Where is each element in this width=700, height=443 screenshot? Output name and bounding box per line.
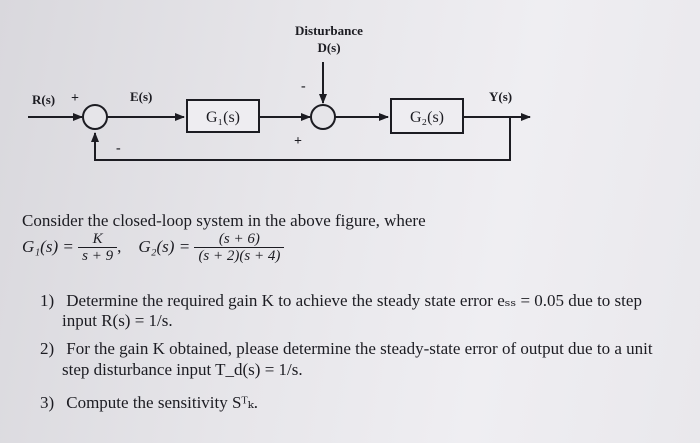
g1-comma: ,: [117, 236, 122, 256]
g1-denominator: s + 9: [82, 248, 114, 264]
g1-fraction: K s + 9: [78, 231, 118, 265]
g2-lhs: G₂(s) =: [138, 236, 191, 256]
feedback-path: [91, 117, 511, 161]
summing-junction-1: [82, 104, 108, 130]
summer2-minus-sign: -: [301, 79, 306, 94]
transfer-functions: G₁(s) = K s + 9 , G₂(s) = (s + 6) (s + 2…: [22, 231, 285, 265]
block-diagram: Disturbance D(s) R(s) + E(s) Y(s) - - + …: [28, 23, 531, 161]
question-1: 1) Determine the required gain K to achi…: [40, 291, 642, 311]
question-2-line2: step disturbance input T_d(s) = 1/s.: [62, 360, 303, 379]
g1-numerator: K: [78, 231, 118, 248]
summer1-plus-sign: +: [71, 91, 79, 106]
output-label: Y(s): [489, 89, 512, 104]
question-3-number: 3): [40, 393, 55, 412]
question-2-number: 2): [40, 339, 55, 358]
g2-fraction: (s + 6) (s + 2)(s + 4): [194, 231, 285, 265]
problem-intro: Consider the closed-loop system in the a…: [22, 211, 426, 230]
question-2: 2) For the gain K obtained, please deter…: [40, 339, 653, 359]
summing-junction-2: [310, 104, 336, 130]
question-1-line1: Determine the required gain K to achieve…: [66, 291, 642, 310]
g2-numerator: (s + 6): [194, 231, 285, 248]
disturbance-signal-label: D(s): [317, 40, 340, 55]
g2-denominator: (s + 2)(s + 4): [198, 248, 281, 264]
disturbance-label: Disturbance: [295, 23, 363, 38]
question-1-number: 1): [40, 291, 55, 310]
question-3: 3) Compute the sensitivity Sᵀₖ.: [40, 393, 258, 413]
feedback-minus-sign: -: [116, 141, 121, 156]
g2-block-label: G₂(s): [410, 109, 444, 126]
question-1-line2: input R(s) = 1/s.: [62, 311, 173, 330]
g1-lhs: G₁(s) =: [22, 236, 74, 256]
g1-block-label: G₁(s): [206, 109, 240, 126]
input-label: R(s): [32, 92, 55, 107]
error-label: E(s): [130, 89, 152, 104]
summer2-plus-sign: +: [294, 134, 302, 149]
question-2-line1: For the gain K obtained, please determin…: [66, 339, 653, 358]
question-3-line1: Compute the sensitivity Sᵀₖ.: [66, 393, 259, 412]
